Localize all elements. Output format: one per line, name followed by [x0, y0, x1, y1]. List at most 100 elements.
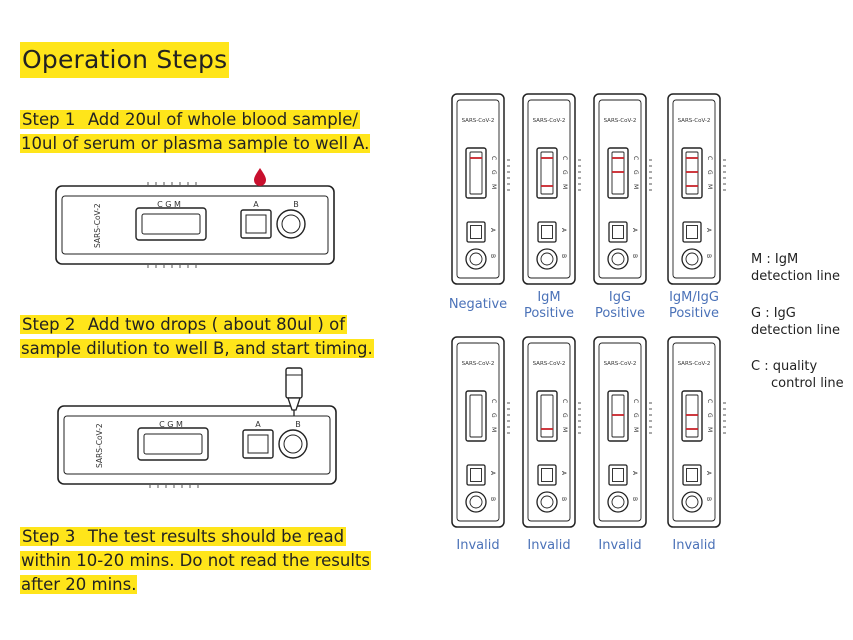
cassette-well-a-label: A [489, 471, 496, 476]
step-1-line2: 10ul of serum or plasma sample to well A… [20, 134, 371, 153]
caption-line: Positive [594, 306, 646, 321]
step-2-well-a-label: A [255, 420, 261, 429]
step-2-cassette: SARS-CoV-2 C G M A B [57, 405, 337, 488]
step-3-line2: within 10-20 mins. Do not read the resul… [20, 551, 371, 570]
result-cassette: SARS-CoV-2C G M A B [593, 93, 653, 285]
step-3-line3: after 20 mins. [20, 575, 138, 594]
cassette-brand: SARS-CoV-2 [533, 361, 566, 367]
step-2-label: Step 2 [22, 315, 76, 334]
cassette-letter-m: M [632, 184, 639, 189]
cassette-letter-c: C [561, 156, 568, 160]
legend-c: C : quality control line [751, 358, 844, 392]
caption-invalid-3: Invalid [598, 538, 642, 553]
cassette-letter-c: C [632, 399, 639, 403]
caption-igg-positive: IgG Positive [575, 290, 665, 322]
cassette-well-b-label: B [489, 497, 496, 501]
cassette-well-a-label: A [631, 228, 638, 233]
cassette-well-b-label: B [631, 497, 638, 501]
legend-g-title: G : IgG [751, 306, 796, 321]
step-2-line2: sample dilution to well B, and start tim… [20, 339, 374, 358]
step-3-line1: The test results should be read [87, 527, 345, 546]
cassette-letter-c: C [706, 156, 713, 160]
cassette-well-b-label: B [560, 254, 567, 258]
cassette-brand: SARS-CoV-2 [462, 361, 495, 367]
caption-invalid-1: Invalid [456, 538, 500, 553]
cassette-brand: SARS-CoV-2 [533, 118, 566, 124]
cassette-letter-c: C [490, 399, 497, 403]
caption-invalid-4: Invalid [672, 538, 716, 553]
cassette-letter-m: M [632, 427, 639, 432]
cassette-well-b-label: B [705, 497, 712, 501]
cassette-well-b-label: B [560, 497, 567, 501]
result-cassette: SARS-CoV-2C G M A B [451, 336, 511, 528]
step-1-brand: SARS-CoV-2 [93, 203, 102, 248]
legend-c-title: C : quality [751, 359, 818, 374]
cassette-letter-g: G [490, 170, 497, 175]
step-1-label: Step 1 [22, 110, 76, 129]
cassette-letter-g: G [561, 170, 568, 175]
cassette-letter-m: M [706, 184, 713, 189]
caption-line: Negative [448, 297, 508, 312]
result-cassette: SARS-CoV-2C G M A B [667, 93, 727, 285]
cassette-well-a-label: A [705, 228, 712, 233]
cassette-letter-m: M [490, 427, 497, 432]
legend-m-desc: detection line [751, 269, 840, 284]
cassette-letter-m: M [706, 427, 713, 432]
caption-igm-igg-positive: IgM/IgG Positive [649, 290, 739, 322]
legend-c-desc: control line [771, 376, 844, 391]
cassette-brand: SARS-CoV-2 [462, 118, 495, 124]
cassette-well-b-label: B [705, 254, 712, 258]
cassette-letter-m: M [490, 184, 497, 189]
cassette-well-a-label: A [489, 228, 496, 233]
cassette-well-a-label: A [560, 228, 567, 233]
cassette-brand: SARS-CoV-2 [604, 361, 637, 367]
caption-line: Positive [668, 306, 720, 321]
dropper-icon [285, 367, 303, 416]
cassette-letter-g: G [561, 413, 568, 418]
cassette-letter-c: C [706, 399, 713, 403]
result-cassette: SARS-CoV-2C G M A B [522, 93, 582, 285]
cassette-well-a-label: A [705, 471, 712, 476]
step-2-brand: SARS-CoV-2 [95, 423, 104, 468]
caption-invalid-2: Invalid [527, 538, 571, 553]
step-3-label: Step 3 [22, 527, 76, 546]
legend-g: G : IgG detection line [751, 305, 840, 339]
legend-m-title: M : IgM [751, 252, 799, 267]
cassette-brand: SARS-CoV-2 [604, 118, 637, 124]
cassette-brand: SARS-CoV-2 [678, 118, 711, 124]
step-1-line1: Add 20ul of whole blood sample/ [87, 110, 358, 129]
step-1-window-letters: C G M [157, 200, 181, 209]
result-cassette: SARS-CoV-2C G M A B [667, 336, 727, 528]
step-2-line1: Add two drops ( about 80ul ) of [87, 315, 346, 334]
cassette-letter-g: G [706, 413, 713, 418]
legend-g-desc: detection line [751, 323, 840, 338]
step-2-text: Step 2 Add two drops ( about 80ul ) of s… [20, 313, 374, 361]
step-1-well-b-label: B [293, 200, 299, 209]
caption-negative: Negative [433, 297, 523, 313]
step-1-cassette: SARS-CoV-2 C G M A B [55, 182, 335, 268]
cassette-well-a-label: A [631, 471, 638, 476]
step-2-window-letters: C G M [159, 420, 183, 429]
caption-igm-positive: IgM Positive [504, 290, 594, 322]
cassette-brand: SARS-CoV-2 [678, 361, 711, 367]
cassette-letter-c: C [561, 399, 568, 403]
cassette-well-a-label: A [560, 471, 567, 476]
cassette-letter-g: G [706, 170, 713, 175]
caption-line: Positive [523, 306, 575, 321]
legend-m: M : IgM detection line [751, 251, 840, 285]
cassette-well-b-label: B [489, 254, 496, 258]
cassette-well-b-label: B [631, 254, 638, 258]
caption-line: IgM [537, 290, 561, 305]
cassette-letter-g: G [632, 170, 639, 175]
cassette-letter-g: G [490, 413, 497, 418]
cassette-letter-c: C [632, 156, 639, 160]
step-1-well-a-label: A [253, 200, 259, 209]
cassette-letter-m: M [561, 184, 568, 189]
cassette-letter-m: M [561, 427, 568, 432]
blood-drop-icon [254, 168, 266, 186]
caption-line: IgM/IgG [669, 290, 719, 305]
step-1-text: Step 1 Add 20ul of whole blood sample/ 1… [20, 108, 371, 156]
